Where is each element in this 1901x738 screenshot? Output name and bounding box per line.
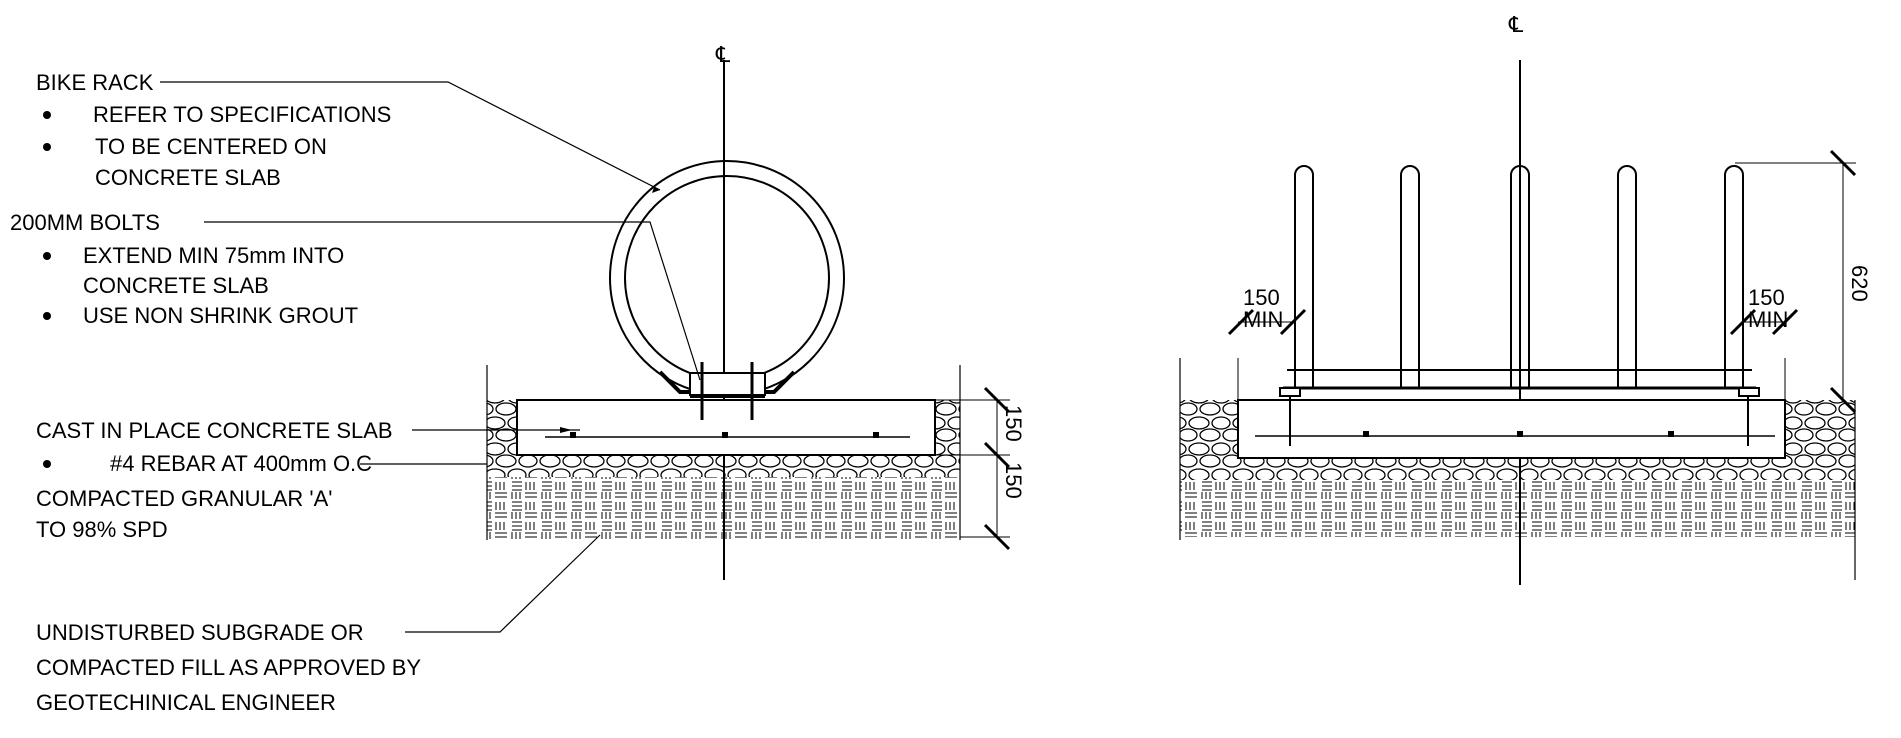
granular-layer-right (1180, 458, 1855, 480)
note-bullet-cont: CONCRETE SLAB (83, 273, 269, 298)
note-subgrade: UNDISTURBED SUBGRADE OR COMPACTED FILL A… (36, 620, 421, 715)
granular-layer-left (487, 455, 960, 477)
note-bullet: USE NON SHRINK GROUT (83, 303, 358, 328)
note-title: 200MM BOLTS (10, 210, 160, 235)
note-bullet: REFER TO SPECIFICATIONS (93, 102, 391, 127)
note-bullet: TO BE CENTERED ON (95, 134, 327, 159)
subgrade-layer (487, 477, 960, 539)
note-slab: CAST IN PLACE CONCRETE SLAB #4 REBAR AT … (36, 418, 393, 476)
centerline-symbol: ℄ (1508, 12, 1524, 37)
rebar-dot (1517, 431, 1523, 437)
note-granular: COMPACTED GRANULAR 'A' TO 98% SPD (36, 486, 332, 542)
note-title: BIKE RACK (36, 70, 154, 95)
concrete-slab (516, 399, 936, 456)
left-clearance-note: MIN (1243, 307, 1283, 332)
rebar-dot (1363, 431, 1369, 437)
note-bullet-cont: CONCRETE SLAB (95, 165, 281, 190)
slab-thickness-dim: 150 (1001, 405, 1026, 442)
note-line: COMPACTED FILL AS APPROVED BY (36, 655, 421, 680)
granular-edge-left (487, 400, 517, 455)
rack-height-dim: 620 (1847, 265, 1872, 302)
centerline-symbol: ℄ (715, 42, 731, 67)
rebar-dot (1668, 431, 1674, 437)
rebar-dot (570, 432, 576, 438)
bike-rack-hoop (609, 160, 845, 420)
note-bullet: #4 REBAR AT 400mm O.C (110, 451, 372, 476)
right-clearance-note: MIN (1748, 307, 1788, 332)
left-dimensions: 150 150 (935, 386, 1026, 551)
granular-edge-right (935, 400, 960, 455)
rebar-dot (722, 432, 728, 438)
note-line: TO 98% SPD (36, 517, 168, 542)
note-bolts: 200MM BOLTS EXTEND MIN 75mm INTO CONCRET… (10, 210, 358, 328)
left-section: ℄ (10, 42, 1026, 715)
granular-thickness-dim: 150 (1001, 462, 1026, 499)
granular-edge-left (1180, 400, 1238, 458)
rebar-dot (873, 432, 879, 438)
bike-rack-elevation (1279, 165, 1760, 446)
note-bike-rack: BIKE RACK REFER TO SPECIFICATIONS TO BE … (36, 70, 391, 190)
note-line: GEOTECHINICAL ENGINEER (36, 690, 336, 715)
left-clearance-dim: 150 (1243, 285, 1280, 310)
leaders (160, 81, 701, 633)
note-line: UNDISTURBED SUBGRADE OR (36, 620, 364, 645)
note-title: CAST IN PLACE CONCRETE SLAB (36, 418, 393, 443)
right-section: ℄ (1179, 12, 1872, 585)
right-dimensions: 150 MIN 150 MIN 620 (1227, 149, 1872, 414)
note-bullet: EXTEND MIN 75mm INTO (83, 243, 344, 268)
right-clearance-dim: 150 (1748, 285, 1785, 310)
note-line: COMPACTED GRANULAR 'A' (36, 486, 332, 511)
subgrade-layer (1180, 480, 1855, 537)
concrete-slab (1237, 399, 1786, 459)
granular-edge-right (1785, 400, 1855, 458)
